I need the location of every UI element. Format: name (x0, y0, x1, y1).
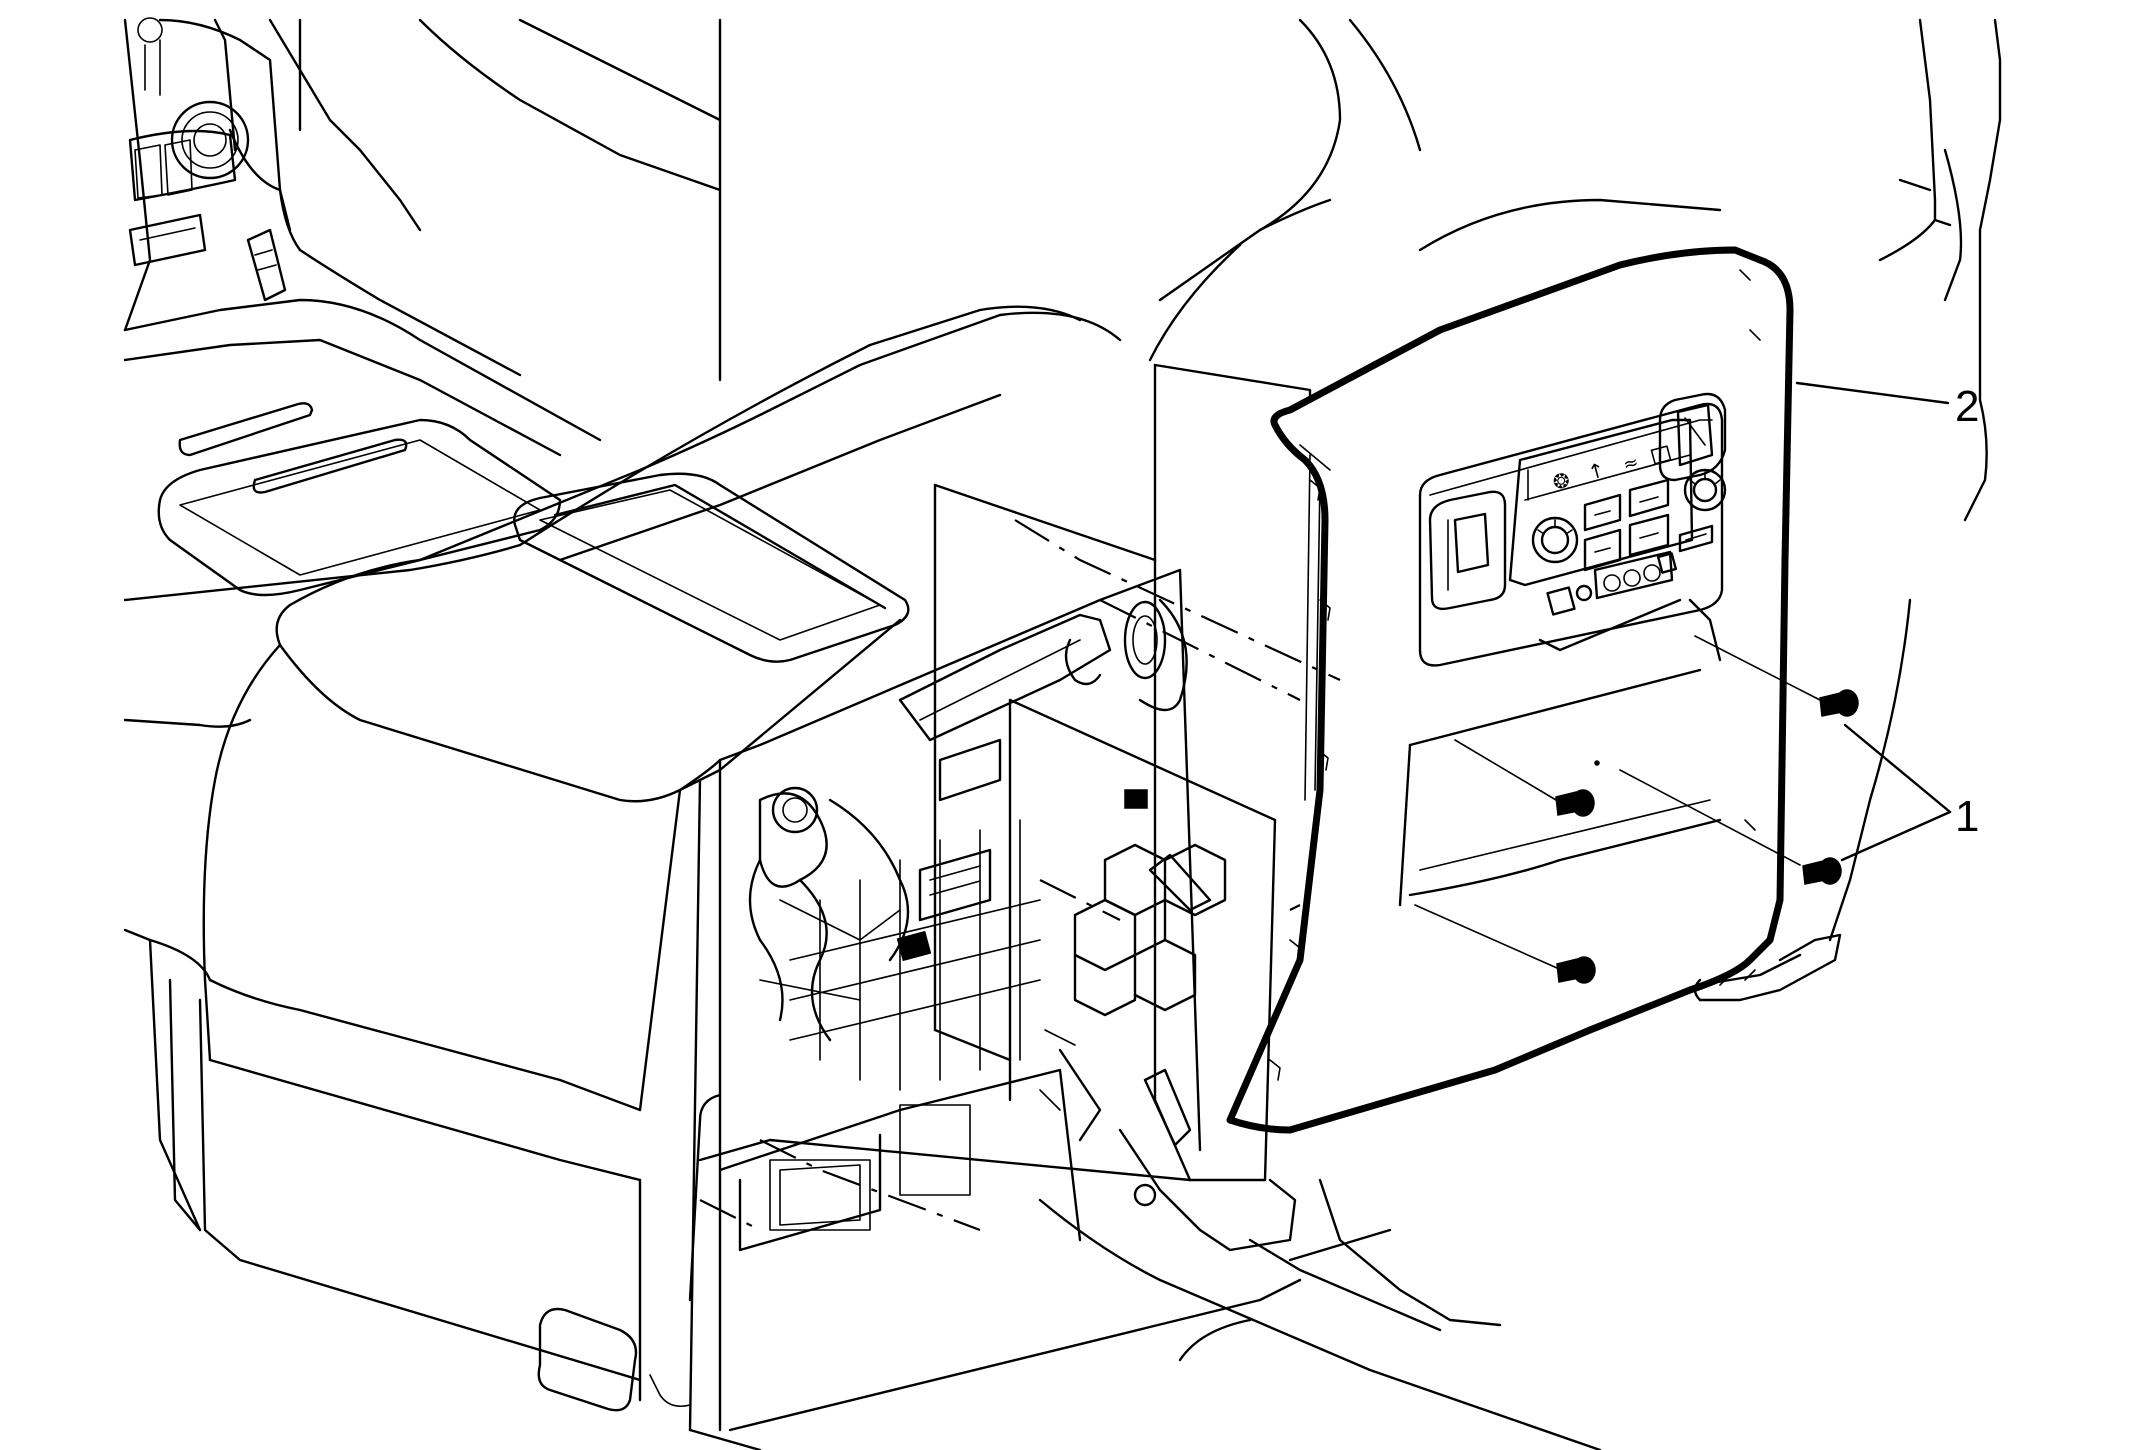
screw-lower-right (1802, 857, 1842, 885)
svg-text:≈: ≈ (1621, 452, 1641, 476)
screw-upper-right (1819, 689, 1859, 717)
screw-left (1555, 789, 1595, 817)
fasteners (1414, 635, 1859, 984)
svg-text:❂: ❂ (1550, 467, 1572, 495)
rear-seat (649, 18, 2002, 1450)
console-rear-frame (678, 568, 1302, 1432)
svg-text:↑: ↑ (1585, 457, 1607, 485)
callout-fastener-label: 1 (1955, 792, 1980, 841)
explode-planes (698, 363, 1312, 1182)
cupholder-slots (157, 402, 562, 597)
instrument-panel (123, 17, 722, 457)
callout-panel-label: 2 (1955, 382, 1980, 431)
screw-bottom (1556, 956, 1596, 984)
rear-console-panel: ❂ ↑ ≈ (1226, 246, 1794, 1134)
leader-lines (1795, 381, 1952, 862)
center-console (123, 305, 1122, 1412)
alignment-lines (699, 519, 1341, 1232)
